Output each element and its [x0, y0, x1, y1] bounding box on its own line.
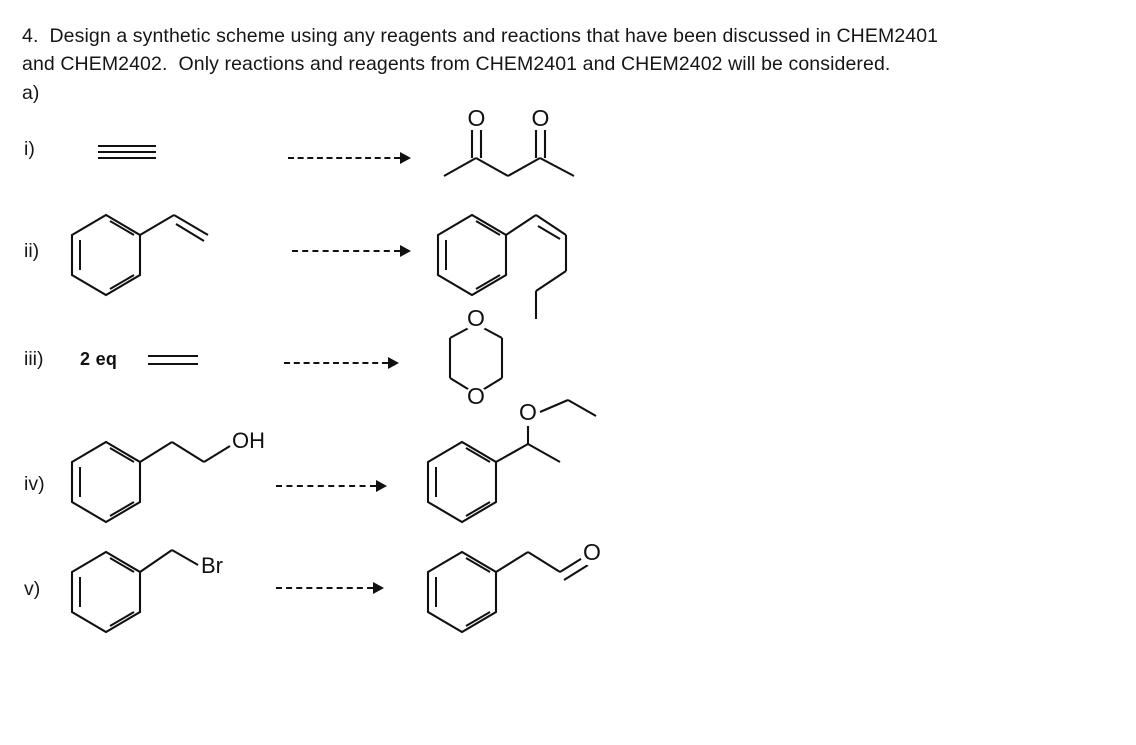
reagent-stoichiometry-2eq: 2 eq: [80, 349, 118, 369]
reaction-arrow-v: [276, 580, 391, 596]
part-label-a: a): [22, 82, 40, 104]
structure-benzyl-bromide: Br: [64, 535, 244, 640]
structure-acetylene: [96, 138, 160, 166]
structure-phenylethanol: OH: [64, 425, 274, 530]
reaction-arrow-iv: [276, 478, 394, 494]
atom-label-oxygen: O: [468, 105, 486, 131]
reaction-arrow-i: [288, 150, 418, 166]
atom-label-oxygen: O: [467, 305, 485, 331]
structure-phenylethyl-ether: O: [420, 399, 620, 535]
question-line-2: and CHEM2402. Only reactions and reagent…: [22, 53, 891, 75]
reaction-label-iii: iii): [24, 348, 44, 370]
atom-label-bromine: Br: [201, 553, 223, 578]
structure-cis-phenylpentene: [430, 205, 600, 320]
reaction-label-ii: ii): [24, 240, 40, 262]
structure-dioxane: O O: [436, 305, 516, 410]
structure-phenylacetaldehyde: O: [420, 535, 630, 640]
atom-label-oxygen: O: [583, 539, 601, 565]
structure-styrene: [64, 205, 224, 305]
atom-label-oxygen: O: [519, 399, 537, 425]
structure-ethylene: [146, 348, 202, 372]
reaction-arrow-ii: [292, 243, 417, 259]
atom-label-oxygen: O: [532, 105, 550, 131]
reaction-label-v: v): [24, 578, 41, 600]
atom-label-oxygen: O: [467, 383, 485, 409]
question-prompt: 4. Design a synthetic scheme using any r…: [22, 22, 1094, 78]
question-line-1: 4. Design a synthetic scheme using any r…: [22, 25, 939, 47]
reaction-label-iv: iv): [24, 473, 45, 495]
reaction-label-i: i): [24, 138, 35, 160]
structure-pentanedione: O O: [436, 105, 596, 188]
reaction-arrow-iii: [284, 355, 406, 371]
atom-label-hydroxyl: OH: [232, 428, 265, 453]
